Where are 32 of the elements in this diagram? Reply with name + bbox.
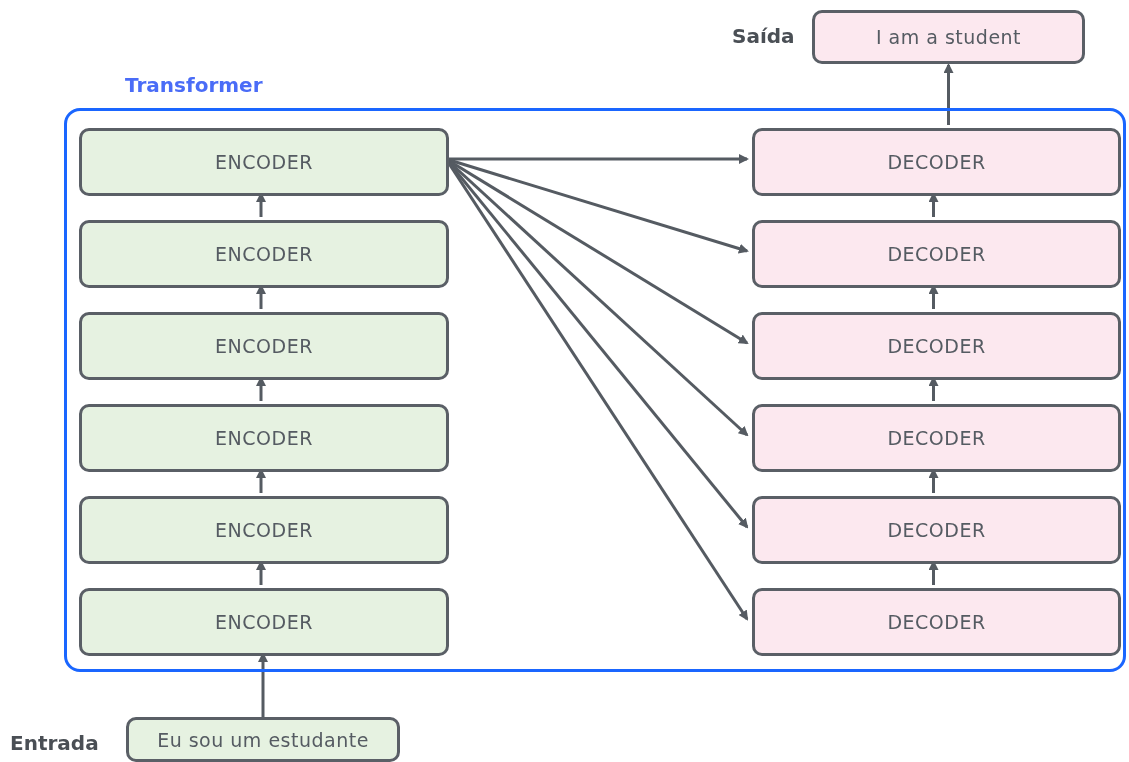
decoder-box	[752, 128, 1121, 196]
encoder-box	[79, 128, 449, 196]
layer-label: ENCODER	[215, 151, 313, 173]
layer-label: DECODER	[887, 151, 986, 173]
encoder-box	[126, 717, 400, 762]
encoder-box	[79, 588, 449, 656]
layer-label: ENCODER	[215, 611, 313, 633]
layer-label: ENCODER	[215, 427, 313, 449]
container-heading: Transformer	[125, 73, 263, 97]
side-label: Saída	[732, 24, 795, 48]
layer-label: DECODER	[887, 519, 986, 541]
layer-label: Eu sou um estudante	[157, 728, 369, 751]
layer-label: DECODER	[887, 611, 986, 633]
encoder-box	[79, 404, 449, 472]
side-label: Entrada	[10, 731, 99, 755]
decoder-box	[752, 496, 1121, 564]
layer-label: DECODER	[887, 335, 986, 357]
layer-label: ENCODER	[215, 335, 313, 357]
encoder-box	[79, 312, 449, 380]
layer-label: ENCODER	[215, 243, 313, 265]
decoder-box	[752, 588, 1121, 656]
encoder-box	[79, 220, 449, 288]
layer-label: DECODER	[887, 243, 986, 265]
layer-label: I am a student	[875, 26, 1022, 48]
arrow	[943, 63, 954, 125]
encoder-box	[79, 496, 449, 564]
decoder-box	[752, 404, 1121, 472]
decoder-box	[812, 10, 1085, 64]
layer-label: ENCODER	[215, 519, 313, 541]
decoder-box	[752, 312, 1121, 380]
layer-label: DECODER	[887, 427, 986, 449]
decoder-box	[752, 220, 1121, 288]
